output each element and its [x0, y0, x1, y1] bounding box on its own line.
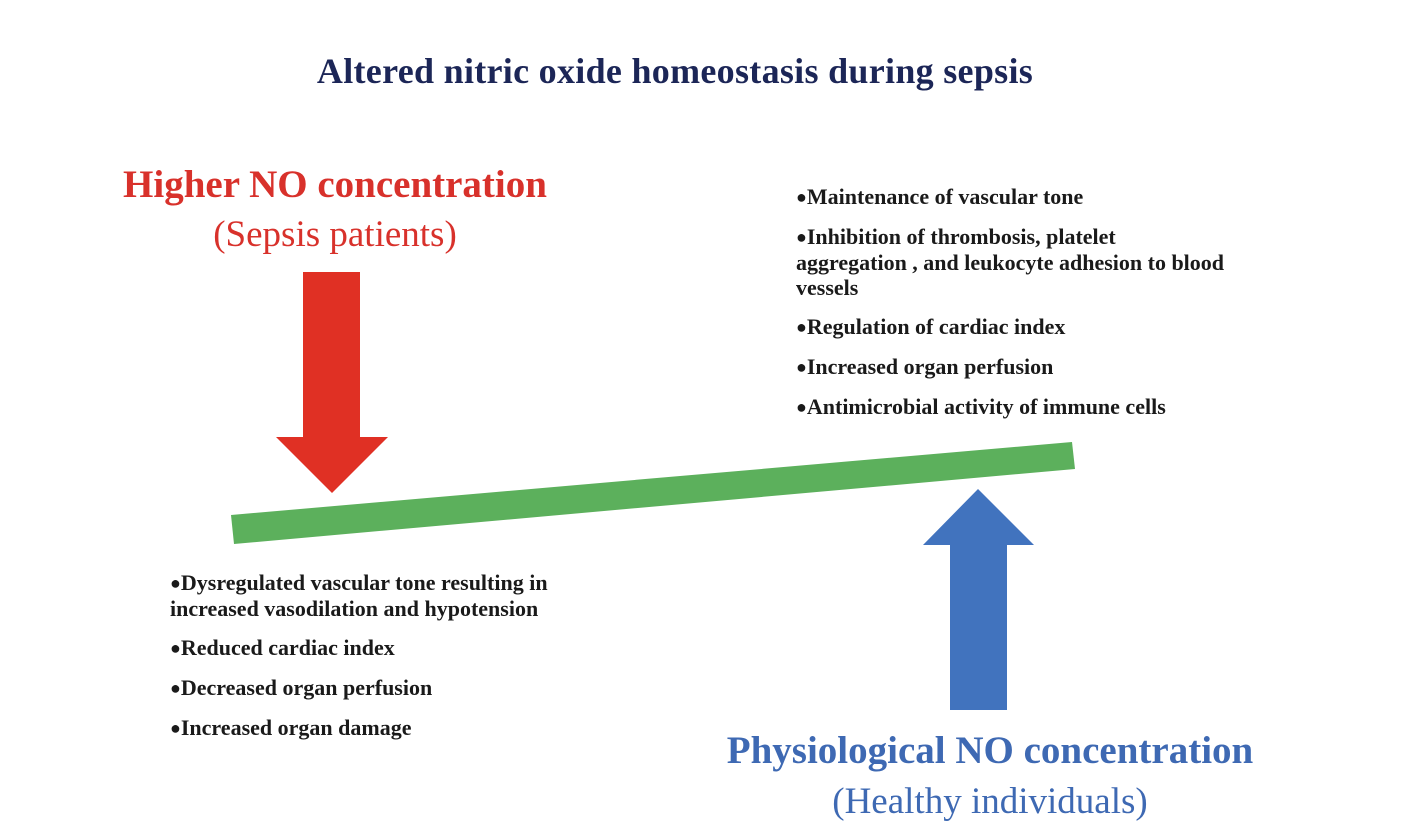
list-item: ●Increased organ perfusion — [796, 354, 1226, 380]
physiological-no-heading: Physiological NO concentration — [726, 729, 1254, 772]
diagram-title: Altered nitric oxide homeostasis during … — [316, 51, 1034, 91]
balance-beam — [231, 442, 1075, 544]
bullet-icon: ● — [796, 357, 807, 377]
effect-text: Increased organ perfusion — [806, 354, 1054, 379]
list-item: ●Inhibition of thrombosis, platelet aggr… — [796, 224, 1226, 300]
bullet-icon: ● — [796, 227, 807, 247]
higher-no-subheading: (Sepsis patients) — [213, 214, 457, 255]
bullet-icon: ● — [170, 638, 181, 658]
effect-text: Reduced cardiac index — [180, 635, 395, 660]
effect-text: Dysregulated vascular tone resulting in … — [170, 570, 548, 621]
bullet-icon: ● — [796, 187, 807, 207]
bullet-icon: ● — [170, 678, 181, 698]
up-arrow-icon — [923, 489, 1034, 710]
down-arrow-icon — [276, 272, 388, 493]
list-item: ●Antimicrobial activity of immune cells — [796, 394, 1226, 420]
bullet-icon: ● — [796, 397, 807, 417]
bullet-icon: ● — [796, 317, 807, 337]
higher-no-heading: Higher NO concentration — [123, 163, 547, 206]
list-item: ●Increased organ damage — [170, 715, 610, 741]
list-item: ●Dysregulated vascular tone resulting in… — [170, 570, 610, 621]
sepsis-effects-list: ●Dysregulated vascular tone resulting in… — [170, 570, 610, 755]
effect-text: Antimicrobial activity of immune cells — [806, 394, 1166, 419]
list-item: ●Regulation of cardiac index — [796, 314, 1226, 340]
effect-text: Decreased organ perfusion — [180, 675, 433, 700]
bullet-icon: ● — [170, 573, 181, 593]
list-item: ●Reduced cardiac index — [170, 635, 610, 661]
list-item: ●Maintenance of vascular tone — [796, 184, 1226, 210]
effect-text: Maintenance of vascular tone — [806, 184, 1084, 209]
effect-text: Increased organ damage — [180, 715, 412, 740]
effect-text: Regulation of cardiac index — [806, 314, 1066, 339]
effect-text: Inhibition of thrombosis, platelet aggre… — [796, 224, 1225, 300]
physiological-no-subheading: (Healthy individuals) — [832, 781, 1148, 822]
physiological-effects-list: ●Maintenance of vascular tone ●Inhibitio… — [796, 184, 1226, 434]
list-item: ●Decreased organ perfusion — [170, 675, 610, 701]
bullet-icon: ● — [170, 718, 181, 738]
